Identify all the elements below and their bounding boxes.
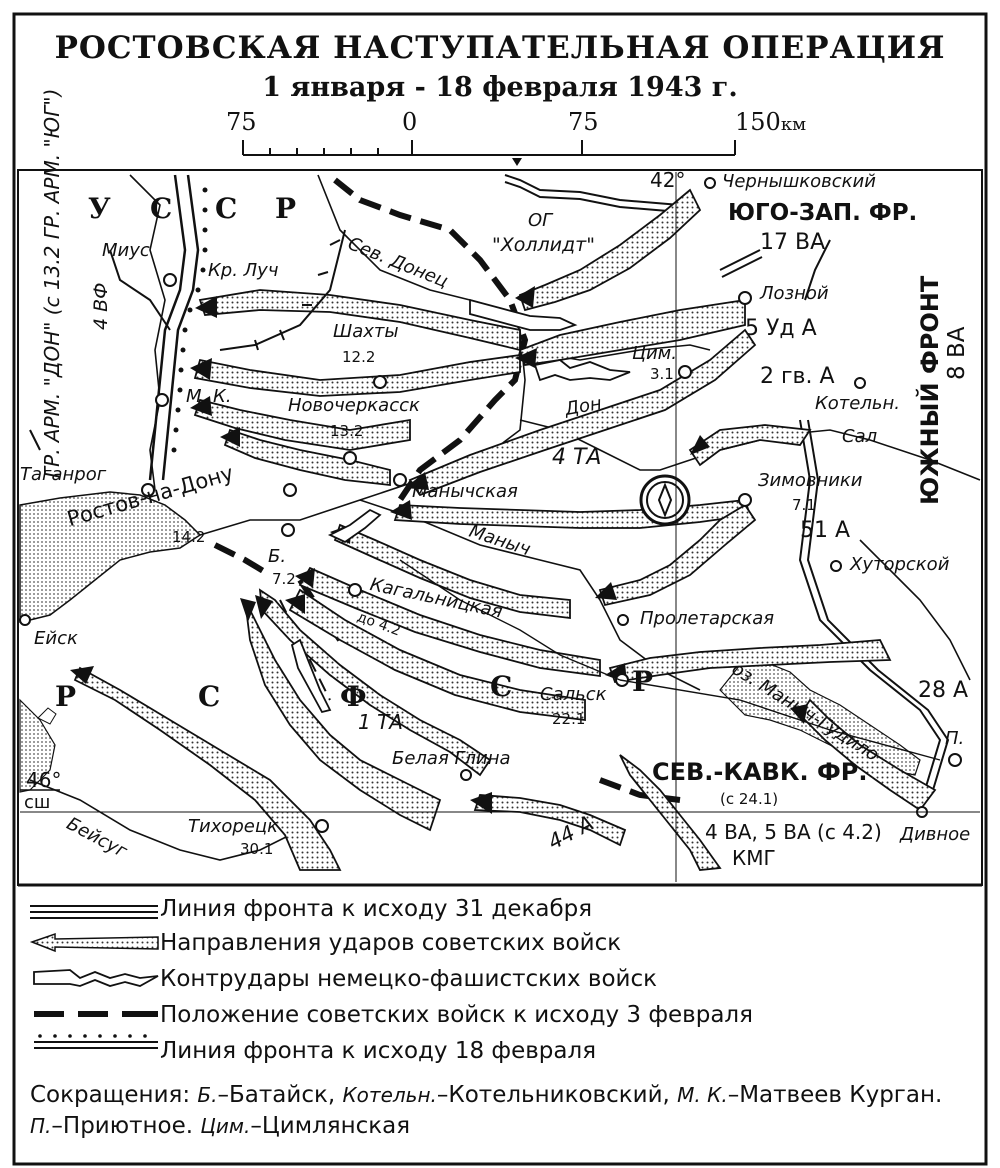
city-shakhty: Шахты <box>333 321 399 342</box>
map-subtitle: 1 января - 18 февраля 1943 г. <box>262 72 738 103</box>
abbr-tsim-full: Цимлянская <box>261 1113 411 1140</box>
city-novocherkassk: Новочеркасск <box>288 395 420 416</box>
unit-4-ta: 4 ТА <box>552 445 602 470</box>
city-tsim: Цим. <box>632 343 677 364</box>
abbr-p: П. <box>30 1114 52 1139</box>
map-title: РОСТОВСКАЯ НАСТУПАТЕЛЬНАЯ ОПЕРАЦИЯ <box>54 30 946 66</box>
abbr-kotelnikovsky-full: Котельниковский <box>448 1082 663 1108</box>
legend-item-position-feb3: Положение советских войск к исходу 3 фев… <box>160 1002 753 1028</box>
country-letter-s-bottom2: С <box>490 670 513 703</box>
scale-tick-75-left: 75 <box>226 108 257 136</box>
unit-sw-front: ЮГО-ЗАП. ФР. <box>728 200 918 226</box>
city-taganrog: Таганрог <box>20 464 107 485</box>
abbreviations-note: Сокращения: Б.–Батайск, Котельн.–Котельн… <box>30 1082 943 1140</box>
country-letter-s-bottom1: С <box>198 680 221 713</box>
city-mk: М. К. <box>186 386 232 407</box>
city-b: Б. <box>268 546 287 567</box>
unit-4-5-va: 4 ВА, 5 ВА (с 4.2) <box>705 820 882 844</box>
unit-5-uda: 5 Уд А <box>745 316 817 341</box>
city-salsk-date: 22.1 <box>552 710 586 728</box>
legend-item-german-counterstrikes: Контрудары немецко-фашистских войск <box>160 966 658 992</box>
city-tikhoretsk-date: 30.1 <box>240 840 274 858</box>
coord-46: 46° <box>26 768 62 792</box>
unit-ncf-date: (с 24.1) <box>720 790 779 808</box>
abbr-tsim: Цим. <box>200 1114 251 1139</box>
city-proletarskaya: Пролетарская <box>640 608 775 629</box>
abbreviations-prefix: Сокращения: <box>30 1082 191 1108</box>
scale-tick-150: 150км <box>735 108 807 136</box>
city-manychskaya: Манычская <box>412 481 518 502</box>
scale-tick-0: 0 <box>402 108 418 136</box>
coord-ssh: сш <box>24 792 51 813</box>
city-divnoe: Дивное <box>900 824 971 845</box>
unit-17-va: 17 ВА <box>760 230 826 255</box>
city-kotelnikovsky: Котельн. <box>815 393 900 414</box>
city-novocherkassk-date: 13.2 <box>330 422 364 440</box>
country-letter-s2: С <box>215 192 238 225</box>
country-letter-f-bottom: Ф <box>340 680 367 713</box>
scale-tick-75-right: 75 <box>568 108 599 136</box>
city-kr-luch: Кр. Луч <box>208 260 279 281</box>
country-letter-r: Р <box>275 192 297 225</box>
abbr-kotelnikovsky: Котельн. <box>342 1083 437 1107</box>
legend-item-front-dec31: Линия фронта к исходу 31 декабря <box>160 896 593 922</box>
city-salsk: Сальск <box>540 684 607 705</box>
unit-army-groups: ГР. АРМ. "ДОН" (с 13.2 ГР. АРМ. "ЮГ") <box>40 88 64 478</box>
unit-south-front: ЮЖНЫЙ ФРОНТ <box>916 275 944 505</box>
city-shakhty-date: 12.2 <box>342 348 376 366</box>
city-eysk: Ейск <box>34 628 78 649</box>
abbr-mk-full: Матвеев Курган <box>739 1082 936 1108</box>
unit-51-a: 51 А <box>800 518 851 543</box>
city-khutorskoy: Хуторской <box>850 554 950 575</box>
scale-bar <box>242 140 736 166</box>
city-tsim-date: 3.1 <box>650 365 674 383</box>
city-p: П. <box>945 728 965 749</box>
city-lozny: Лозной <box>760 283 829 304</box>
unit-8-va: 8 ВА <box>944 326 970 380</box>
city-chernyshkovsky: Чернышковский <box>722 171 876 192</box>
unit-1-ta: 1 ТА <box>358 710 403 734</box>
river-sal: Сал <box>842 426 878 447</box>
city-zimovniki: Зимовники <box>758 470 863 491</box>
city-belaya-glina: Белая Глина <box>392 748 511 769</box>
city-tikhoretsk: Тихорецк <box>188 816 278 837</box>
abbr-p-full: Приютное <box>62 1113 186 1140</box>
country-letter-s1: С <box>150 192 173 225</box>
legend-item-soviet-strikes: Направления ударов советских войск <box>160 930 622 956</box>
city-b-date: 7.2 <box>272 570 296 588</box>
legend-symbols <box>29 905 159 1049</box>
unit-hollidt: "Холлидт" <box>492 234 595 256</box>
abbr-b: Б. <box>197 1083 218 1107</box>
unit-kmg: КМГ <box>732 846 776 870</box>
city-zimovniki-date: 7.1 <box>792 496 816 514</box>
unit-4-vf: 4 ВФ <box>90 282 112 330</box>
country-letter-r-bottom2: Р <box>632 665 654 698</box>
coord-42: 42° <box>650 168 686 192</box>
country-letter-u: У <box>88 192 111 225</box>
legend-item-front-feb18: Линия фронта к исходу 18 февраля <box>160 1038 597 1064</box>
country-letter-r-bottom: Р <box>55 680 77 713</box>
unit-north-caucasus-front: СЕВ.-КАВК. ФР. <box>652 758 868 786</box>
unit-og-label: ОГ <box>528 210 553 231</box>
abbr-mk: М. К. <box>677 1083 728 1107</box>
unit-2-gva: 2 гв. А <box>760 364 835 389</box>
unit-28-a: 28 А <box>918 678 969 703</box>
city-rostov-date: 14.2 <box>172 528 206 546</box>
abbr-b-full: Батайск <box>229 1082 328 1108</box>
river-mius: Миус <box>102 240 150 261</box>
